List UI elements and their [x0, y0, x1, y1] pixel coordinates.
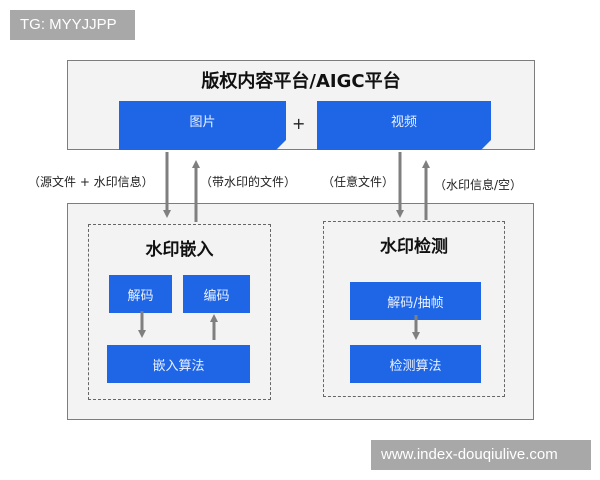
embed-algorithm-block: 嵌入算法 — [107, 345, 250, 383]
label-detect-input: （任意文件） — [322, 175, 395, 189]
watermark-bottom-right: www.index-douqiulive.com — [371, 440, 591, 470]
plus-sign: + — [292, 114, 306, 133]
label-embed-output: （带水印的文件） — [200, 175, 297, 189]
embed-algorithm-label: 嵌入算法 — [152, 358, 205, 374]
video-block: 视频 — [317, 101, 491, 150]
video-label: 视频 — [390, 115, 417, 130]
decode-block: 解码 — [109, 275, 172, 313]
embed-module: 水印嵌入 解码 编码 嵌入算法 — [88, 224, 271, 400]
image-block: 图片 — [119, 101, 286, 150]
platform-title: 版权内容平台/AIGC平台 — [201, 71, 401, 92]
detect-algorithm-label: 检测算法 — [389, 358, 442, 374]
decode-label: 解码 — [127, 288, 154, 304]
platform-panel: 版权内容平台/AIGC平台 图片 + 视频 — [67, 60, 535, 150]
label-detect-output: （水印信息/空） — [434, 178, 523, 192]
encode-block: 编码 — [183, 275, 250, 313]
detect-title: 水印检测 — [380, 237, 448, 257]
label-embed-input: （源文件 + 水印信息） — [28, 175, 154, 189]
embed-title: 水印嵌入 — [145, 240, 214, 260]
watermark-top-left: TG: MYYJJPP — [10, 10, 135, 40]
decode-frames-block: 解码/抽帧 — [350, 282, 481, 320]
detect-module: 水印检测 解码/抽帧 检测算法 — [323, 221, 505, 397]
image-label: 图片 — [189, 115, 216, 130]
decode-frames-label: 解码/抽帧 — [387, 295, 444, 311]
encode-label: 编码 — [203, 288, 230, 304]
processing-panel: 水印嵌入 解码 编码 嵌入算法 水印检测 解码/抽帧 检测算法 — [67, 203, 534, 420]
detect-algorithm-block: 检测算法 — [350, 345, 481, 383]
